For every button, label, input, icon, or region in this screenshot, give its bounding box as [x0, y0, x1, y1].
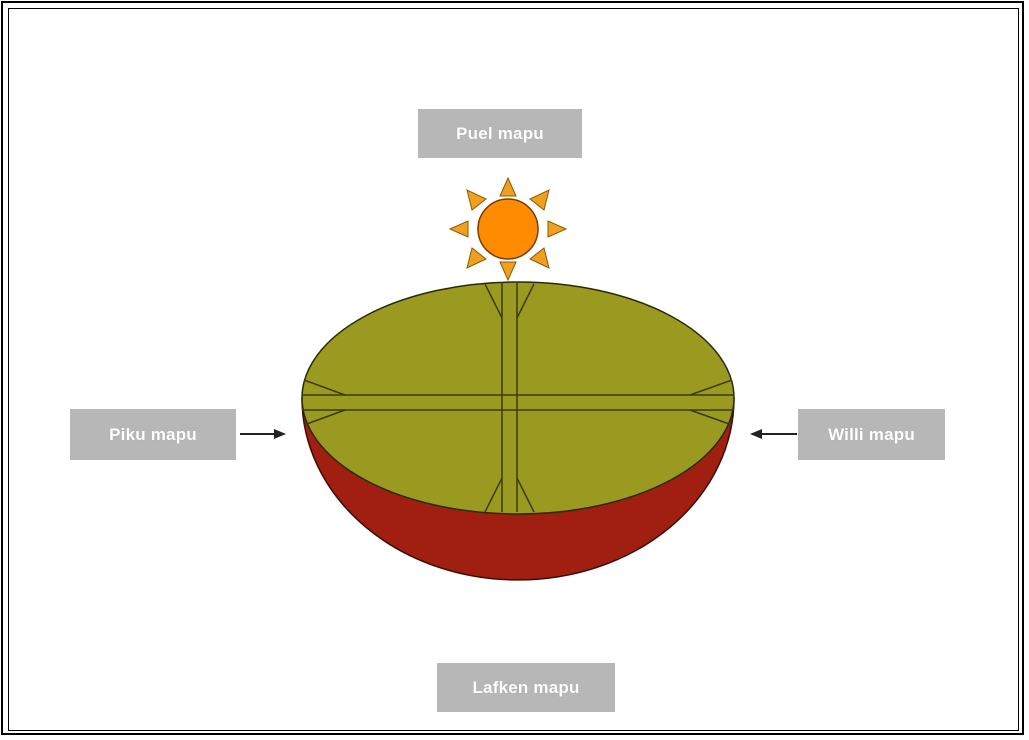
earth-hemisphere: [302, 282, 734, 580]
sun-icon: [450, 178, 566, 280]
